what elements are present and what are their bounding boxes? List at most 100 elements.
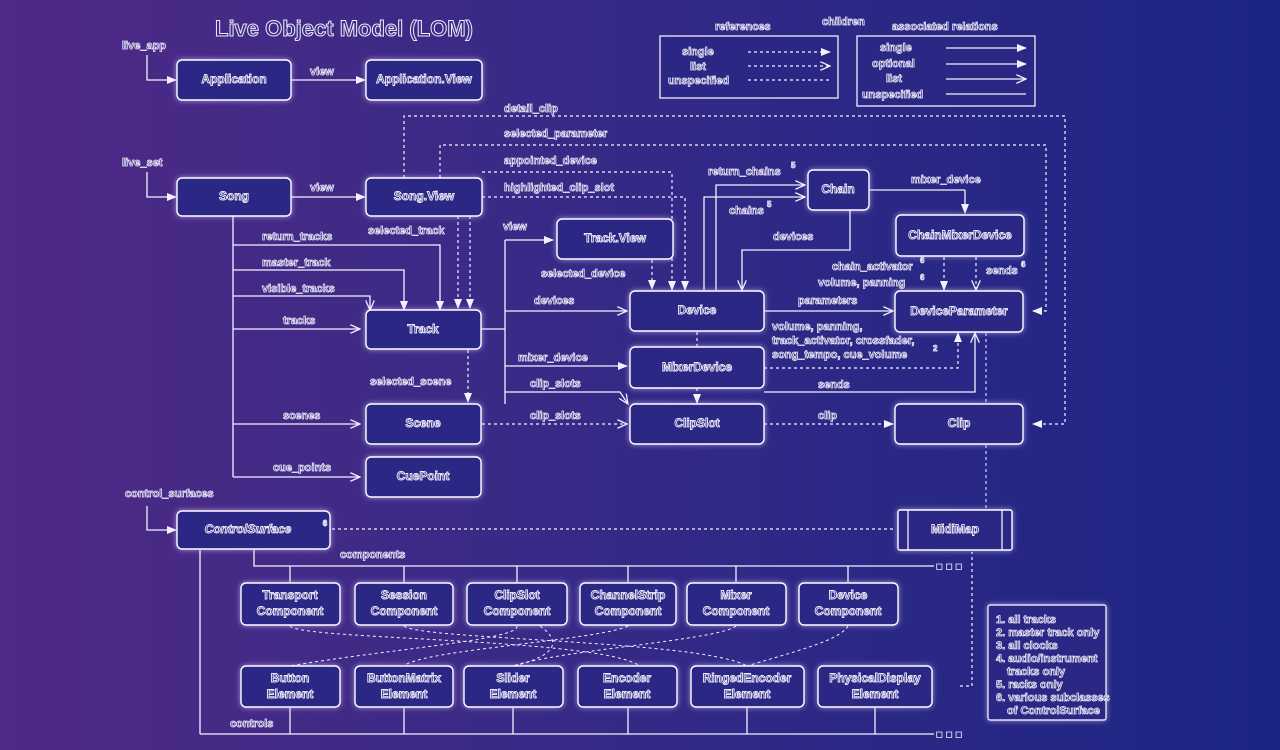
label-sends-mixer: sends <box>818 379 850 391</box>
node-chain[interactable]: Chain <box>807 169 870 211</box>
node-slider-element[interactable]: Slider Element <box>463 665 564 708</box>
note-5: 5. racks only <box>996 679 1064 691</box>
node-track-view[interactable]: Track.View <box>556 218 674 260</box>
node-application-view[interactable]: Application.View <box>365 59 483 101</box>
svg-text:Track.View: Track.View <box>584 231 646 245</box>
node-button-element[interactable]: Button Element <box>240 665 341 708</box>
label-return-tracks: return_tracks <box>262 231 332 243</box>
node-song-view[interactable]: Song.View <box>365 177 483 217</box>
label-selected-track: selected_track <box>368 225 445 237</box>
legend-references-heading: references <box>715 21 771 33</box>
legend-ref-list: list <box>690 61 706 73</box>
node-control-surface[interactable]: ControlSurface 6 <box>176 510 331 550</box>
note-3: 3. all clocks <box>996 640 1058 652</box>
svg-text:MixerDevice: MixerDevice <box>662 360 732 374</box>
label-mixer-device-track: mixer_device <box>518 352 588 364</box>
label-clip-slots-track: clip_slots <box>530 378 581 390</box>
label-tracks: tracks <box>283 315 315 327</box>
node-device[interactable]: Device <box>629 290 765 332</box>
label-master-track: master_track <box>262 257 331 269</box>
node-mixer-component[interactable]: Mixer Component <box>686 582 787 626</box>
svg-text:CuePoint: CuePoint <box>397 469 450 483</box>
node-device-parameter[interactable]: DeviceParameter <box>894 290 1024 333</box>
legend-ref-unspecified: unspecified <box>668 75 729 87</box>
node-encoder-element[interactable]: Encoder Element <box>577 665 678 708</box>
svg-text:Component: Component <box>815 604 882 618</box>
svg-text:Device: Device <box>678 303 717 317</box>
svg-text:Component: Component <box>484 604 551 618</box>
label-appointed-device: appointed_device <box>504 155 597 167</box>
node-midi-map[interactable]: MidiMap <box>897 509 1013 551</box>
label-cue-points: cue_points <box>273 462 331 474</box>
label-controls: controls <box>230 718 273 730</box>
svg-text:ClipSlot: ClipSlot <box>494 588 539 602</box>
node-physicaldisplay-element[interactable]: PhysicalDisplay Element <box>817 665 933 708</box>
svg-text:Component: Component <box>595 604 662 618</box>
legend-assoc-list: list <box>886 73 902 85</box>
label-view-song: view <box>310 182 334 194</box>
node-mixer-device[interactable]: MixerDevice <box>629 346 765 389</box>
note-4: 4. audio/instrument <box>996 653 1098 665</box>
label-view-app: view <box>310 66 334 78</box>
node-chain-mixer-device[interactable]: ChainMixerDevice <box>895 214 1025 257</box>
svg-text:RingedEncoder: RingedEncoder <box>703 671 792 685</box>
svg-text:Element: Element <box>490 687 537 701</box>
node-clipslot-component[interactable]: ClipSlot Component <box>466 582 568 626</box>
svg-text:ChainMixerDevice: ChainMixerDevice <box>908 228 1012 242</box>
svg-text:Clip: Clip <box>948 416 971 430</box>
node-track[interactable]: Track <box>365 309 482 350</box>
legend-assoc-unspecified: unspecified <box>862 89 923 101</box>
node-song[interactable]: Song <box>176 177 292 217</box>
svg-text:Button: Button <box>271 671 310 685</box>
svg-text:Device: Device <box>829 588 868 602</box>
node-device-component[interactable]: Device Component <box>798 582 899 626</box>
svg-text:Session: Session <box>381 588 427 602</box>
node-transport-component[interactable]: Transport Component <box>240 582 341 626</box>
label-highlighted-clip-slot: highlighted_clip_slot <box>504 182 614 194</box>
legend-ref-single: single <box>682 46 714 58</box>
svg-text:Song: Song <box>219 189 249 203</box>
svg-text:Element: Element <box>381 687 428 701</box>
note-4-cont: tracks only <box>1007 666 1066 678</box>
node-scene[interactable]: Scene <box>365 403 482 445</box>
label-scenes: scenes <box>283 410 320 422</box>
node-session-component[interactable]: Session Component <box>354 582 454 626</box>
svg-text:Song.View: Song.View <box>394 189 455 203</box>
label-sup-5a: 5 <box>791 161 796 170</box>
node-application[interactable]: Application <box>176 59 292 101</box>
legend-assoc-single: single <box>880 42 912 54</box>
node-channelstrip-component[interactable]: ChannelStrip Component <box>579 582 677 626</box>
node-ringedencoder-element[interactable]: RingedEncoder Element <box>690 665 805 708</box>
svg-text:Chain: Chain <box>821 182 854 196</box>
diagram-title: Live Object Model (LOM) <box>215 16 473 41</box>
label-volume-panning-chain: volume, panning <box>818 277 905 289</box>
node-clip[interactable]: Clip <box>894 403 1024 445</box>
svg-text:Component: Component <box>371 604 438 618</box>
svg-text:Encoder: Encoder <box>603 671 651 685</box>
node-cue-point[interactable]: CuePoint <box>365 456 482 498</box>
label-sup-5b: 5 <box>767 200 772 209</box>
svg-text:ControlSurface: ControlSurface <box>205 522 292 536</box>
node-buttonmatrix-element[interactable]: ButtonMatrix Element <box>354 665 454 708</box>
svg-text:Mixer: Mixer <box>720 588 752 602</box>
svg-text:MidiMap: MidiMap <box>931 522 979 536</box>
node-clip-slot[interactable]: ClipSlot <box>629 403 765 445</box>
svg-text:Application.View: Application.View <box>376 72 472 86</box>
label-components: components <box>340 549 405 561</box>
note-1: 1. all tracks <box>996 614 1056 626</box>
legend-assoc-optional: optional <box>872 58 915 70</box>
label-mixer-params-1: volume, panning, <box>772 321 862 333</box>
svg-text:DeviceParameter: DeviceParameter <box>910 304 1008 318</box>
note-2: 2. master track only <box>996 627 1100 639</box>
controls-ellipsis: ■ ■ ■ <box>936 729 962 741</box>
label-selected-device: selected_device <box>541 268 625 280</box>
svg-text:Element: Element <box>724 687 771 701</box>
notes-panel: 1. all tracks 2. master track only 3. al… <box>987 604 1110 721</box>
legend: references children associated relations… <box>659 16 1036 107</box>
label-selected-scene: selected_scene <box>370 376 451 388</box>
svg-text:Component: Component <box>257 604 324 618</box>
label-sup-6b: 6 <box>920 273 925 282</box>
edge-labels: live_app live_set control_surfaces view … <box>122 40 1027 731</box>
svg-text:Transport: Transport <box>262 588 317 602</box>
